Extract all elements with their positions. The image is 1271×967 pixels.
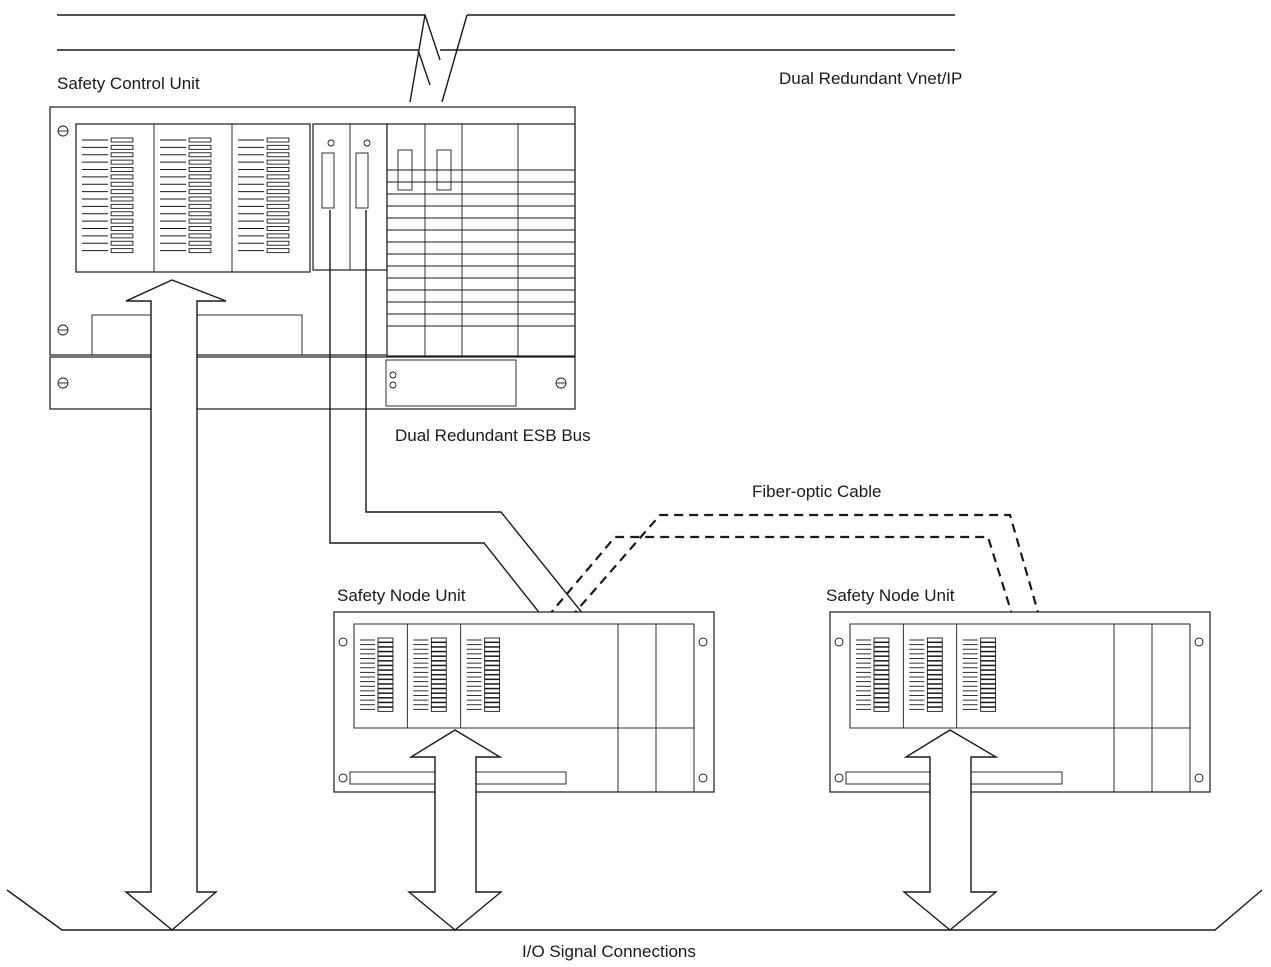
vnet-ip-label: Dual Redundant Vnet/IP xyxy=(779,69,963,88)
io-signal-brace xyxy=(6,889,1263,931)
fiber-optic-cables xyxy=(527,513,1048,641)
fiber-optic-label: Fiber-optic Cable xyxy=(752,482,882,501)
safety-control-unit xyxy=(49,106,576,410)
safety-node-unit-2 xyxy=(829,611,1211,793)
safety-node-unit-1 xyxy=(333,611,715,793)
esb-bus-cables xyxy=(329,210,605,641)
vnet-ip-bus xyxy=(57,14,955,103)
safety-node-unit-2-label: Safety Node Unit xyxy=(826,586,955,605)
io-signal-label: I/O Signal Connections xyxy=(522,942,696,961)
safety-node-unit-1-label: Safety Node Unit xyxy=(337,586,466,605)
esb-bus-label: Dual Redundant ESB Bus xyxy=(395,426,591,445)
safety-control-unit-label: Safety Control Unit xyxy=(57,74,200,93)
